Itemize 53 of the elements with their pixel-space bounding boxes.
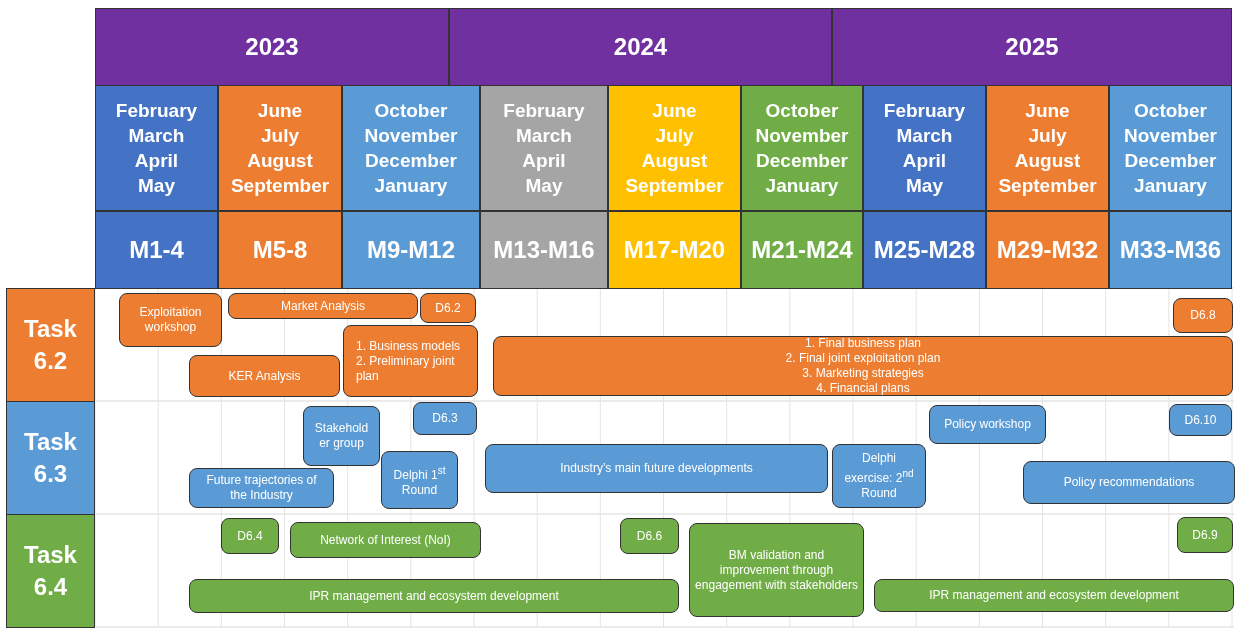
months-header: June July August September	[218, 85, 342, 211]
task-bar: D6.10	[1169, 404, 1232, 436]
year-header: 2024	[449, 8, 832, 86]
period-header: M17-M20	[608, 211, 741, 289]
list-item: 4. Financial plans	[816, 381, 910, 396]
list-item: 1. Business models	[356, 338, 461, 354]
months-header: June July August September	[608, 85, 741, 211]
task-bar	[493, 336, 1233, 396]
months-header: June July August September	[986, 85, 1109, 211]
period-header: M13-M16	[480, 211, 608, 289]
period-header: M29-M32	[986, 211, 1109, 289]
months-header: February March April May	[480, 85, 608, 211]
task-bar: Delphi exercise: 2$^{nd}$ Round	[832, 444, 926, 508]
task-label: Task 6.3	[6, 401, 95, 515]
task-bar: D6.3	[413, 402, 477, 435]
period-header: M5-8	[218, 211, 342, 289]
task-bar	[343, 325, 478, 397]
task-bar: D6.2	[420, 293, 476, 323]
task-bar: Market Analysis	[228, 293, 418, 319]
year-header: 2025	[832, 8, 1232, 86]
task-bar: KER Analysis	[189, 355, 340, 397]
task-bar: BM validation and improvement through engagement with stakeholders	[689, 523, 864, 617]
months-header: October November December January	[1109, 85, 1232, 211]
list-item: 1. Final business plan	[804, 336, 922, 351]
period-header: M1-4	[95, 211, 218, 289]
task-bar: IPR management and ecosystem development	[189, 579, 679, 613]
task-bar: D6.9	[1177, 517, 1233, 553]
task-bar: IPR management and ecosystem development	[874, 579, 1234, 612]
list-item: 2. Final joint exploitation plan	[785, 351, 941, 366]
period-header: M9-M12	[342, 211, 480, 289]
task-label: Task 6.4	[6, 514, 95, 628]
period-header: M21-M24	[741, 211, 863, 289]
task-bar: Stakeholder group	[303, 406, 380, 466]
months-header: October November December January	[342, 85, 480, 211]
period-header: M25-M28	[863, 211, 986, 289]
months-header: February March April May	[95, 85, 218, 211]
period-header: M33-M36	[1109, 211, 1232, 289]
task-bar: Future trajectories of the Industry	[189, 468, 334, 508]
list-item: 2. Preliminary joint plan	[356, 353, 456, 384]
task-bar: Delphi 1$^{st}$ Round	[381, 451, 458, 509]
task-label: Task 6.2	[6, 288, 95, 402]
months-header: February March April May	[863, 85, 986, 211]
list-item: 3. Marketing strategies	[802, 366, 924, 381]
year-header: 2023	[95, 8, 449, 86]
months-header: October November December January	[741, 85, 863, 211]
task-bar: D6.6	[620, 518, 679, 554]
task-bar: Industry’s main future developments	[485, 444, 828, 493]
task-bar: Policy workshop	[929, 405, 1046, 444]
task-bar: Exploitation workshop	[119, 293, 222, 347]
task-bar: D6.4	[221, 518, 279, 554]
task-bar: D6.8	[1173, 298, 1233, 333]
task-bar: Policy recommendations	[1023, 461, 1235, 504]
task-bar: Network of Interest (NoI)	[290, 522, 481, 558]
